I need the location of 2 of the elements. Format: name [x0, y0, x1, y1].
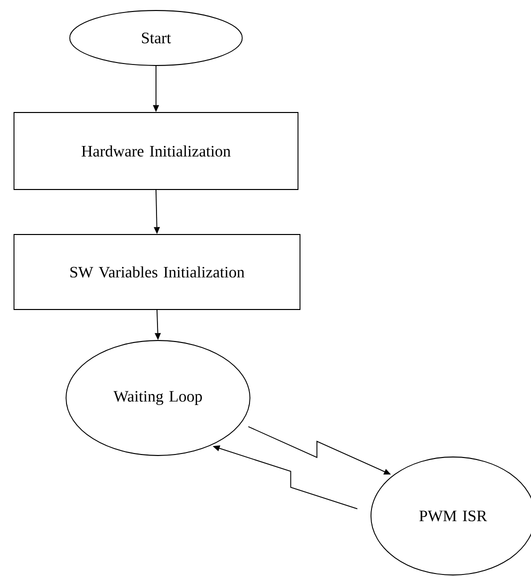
process-box: Hardware Initialization [14, 112, 298, 190]
process-box: SW Variables Initialization [14, 234, 300, 310]
